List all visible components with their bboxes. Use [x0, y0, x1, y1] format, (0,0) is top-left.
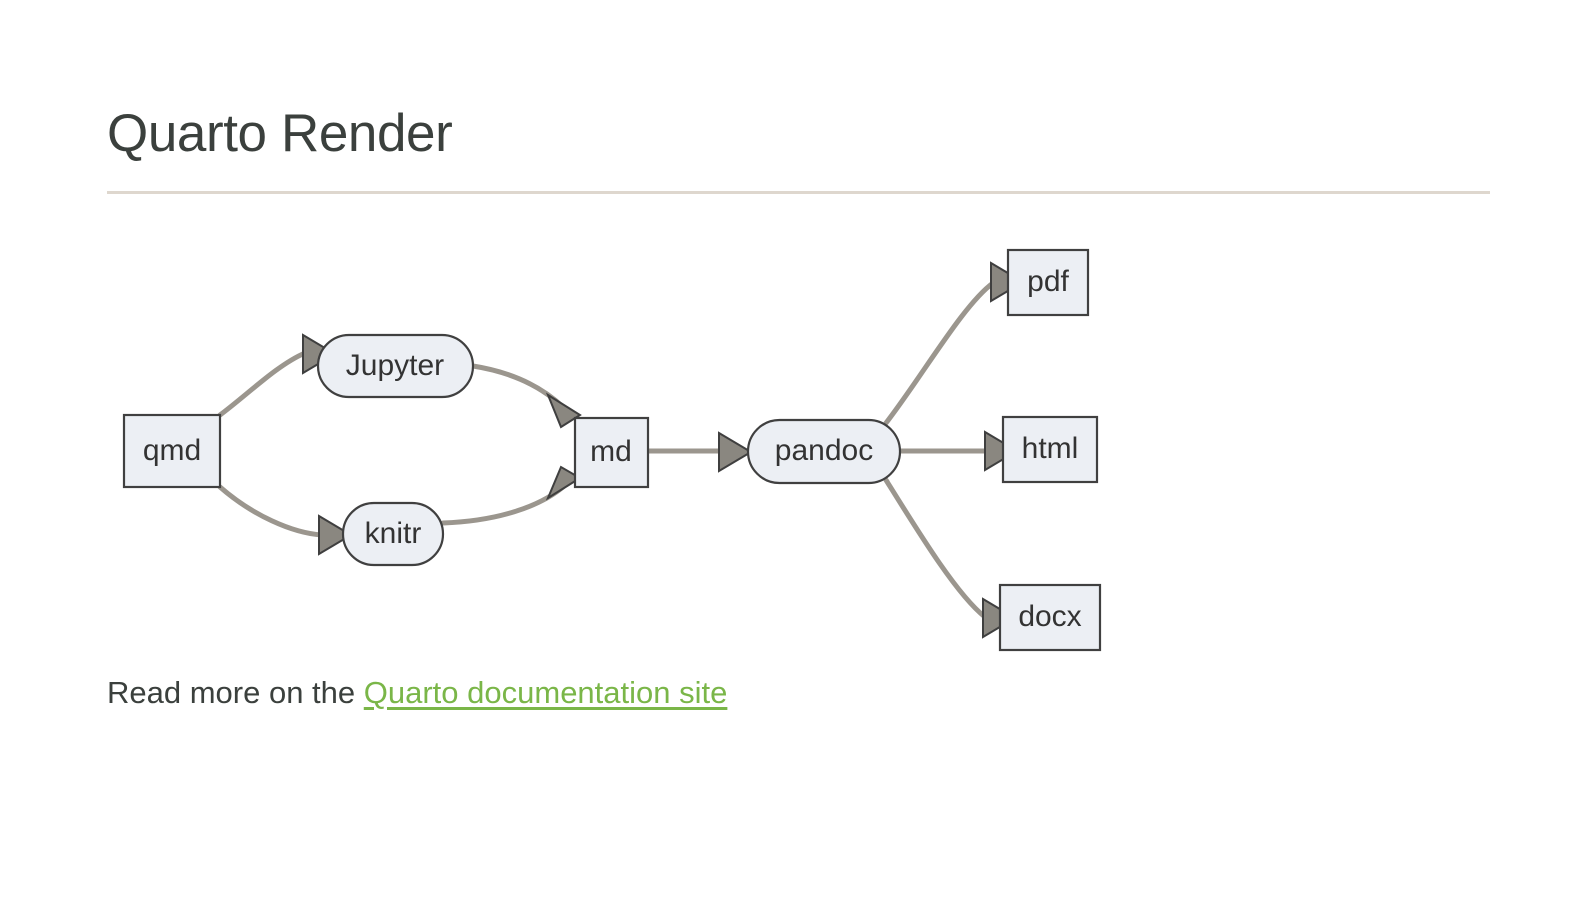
arrowhead-pandoc-html	[984, 430, 1019, 472]
title-block: Quarto Render	[107, 104, 1490, 195]
node-qmd-label: qmd	[143, 434, 201, 467]
flowchart-svg: qmd Jupyter knitr md pandoc	[122, 248, 1102, 652]
node-docx[interactable]: docx	[998, 583, 1102, 652]
edge-path-pandoc-pdf	[883, 280, 996, 426]
node-jupyter-label: Jupyter	[346, 349, 444, 382]
node-jupyter[interactable]: Jupyter	[316, 333, 475, 399]
node-docx-shape	[998, 583, 1102, 652]
arrowhead-knitr-md	[545, 465, 582, 501]
edge-pandoc-to-docx	[883, 477, 1017, 639]
edge-pandoc-to-html	[897, 430, 1019, 472]
page-title: Quarto Render	[107, 104, 453, 163]
edge-qmd-to-jupyter	[217, 333, 337, 418]
edge-path-qmd-knitr	[217, 484, 325, 538]
node-html-shape	[1001, 415, 1099, 484]
quarto-render-flowchart: qmd Jupyter knitr md pandoc	[107, 225, 1207, 655]
edge-pandoc-to-pdf	[883, 261, 1025, 426]
title-divider	[107, 191, 1490, 195]
arrowhead-jupyter-md	[545, 392, 582, 429]
node-html[interactable]: html	[1001, 415, 1099, 484]
quarto-documentation-link[interactable]: Quarto documentation site	[363, 675, 728, 710]
arrowhead-qmd-knitr	[318, 514, 353, 556]
node-qmd[interactable]: qmd	[122, 413, 222, 489]
read-more-paragraph: Read more on the Quarto documentation si…	[107, 672, 727, 714]
node-pdf[interactable]: pdf	[1006, 248, 1090, 317]
read-more-lead-text: Read more on the	[107, 675, 364, 710]
node-html-label: html	[1022, 432, 1079, 465]
node-pandoc-shape	[746, 418, 902, 485]
node-docx-label: docx	[1018, 600, 1081, 633]
edge-path-knitr-md	[440, 484, 566, 526]
edge-path-qmd-jupyter	[217, 350, 308, 418]
edge-jupyter-to-md	[470, 363, 582, 429]
node-md-shape	[573, 416, 650, 489]
edge-qmd-to-knitr	[217, 484, 353, 556]
edge-path-pandoc-docx	[883, 477, 988, 620]
node-knitr-label: knitr	[365, 517, 422, 550]
edge-md-to-pandoc	[645, 431, 753, 473]
node-pandoc-label: pandoc	[775, 434, 873, 467]
edge-knitr-to-md	[440, 465, 582, 526]
node-jupyter-shape	[316, 333, 475, 399]
node-pdf-label: pdf	[1027, 265, 1069, 298]
node-md[interactable]: md	[573, 416, 650, 489]
node-knitr[interactable]: knitr	[341, 501, 445, 567]
node-md-label: md	[590, 435, 632, 468]
node-knitr-shape	[341, 501, 445, 567]
arrowhead-md-pandoc	[718, 431, 753, 473]
node-pdf-shape	[1006, 248, 1090, 317]
node-qmd-shape	[122, 413, 222, 489]
node-pandoc[interactable]: pandoc	[746, 418, 902, 485]
